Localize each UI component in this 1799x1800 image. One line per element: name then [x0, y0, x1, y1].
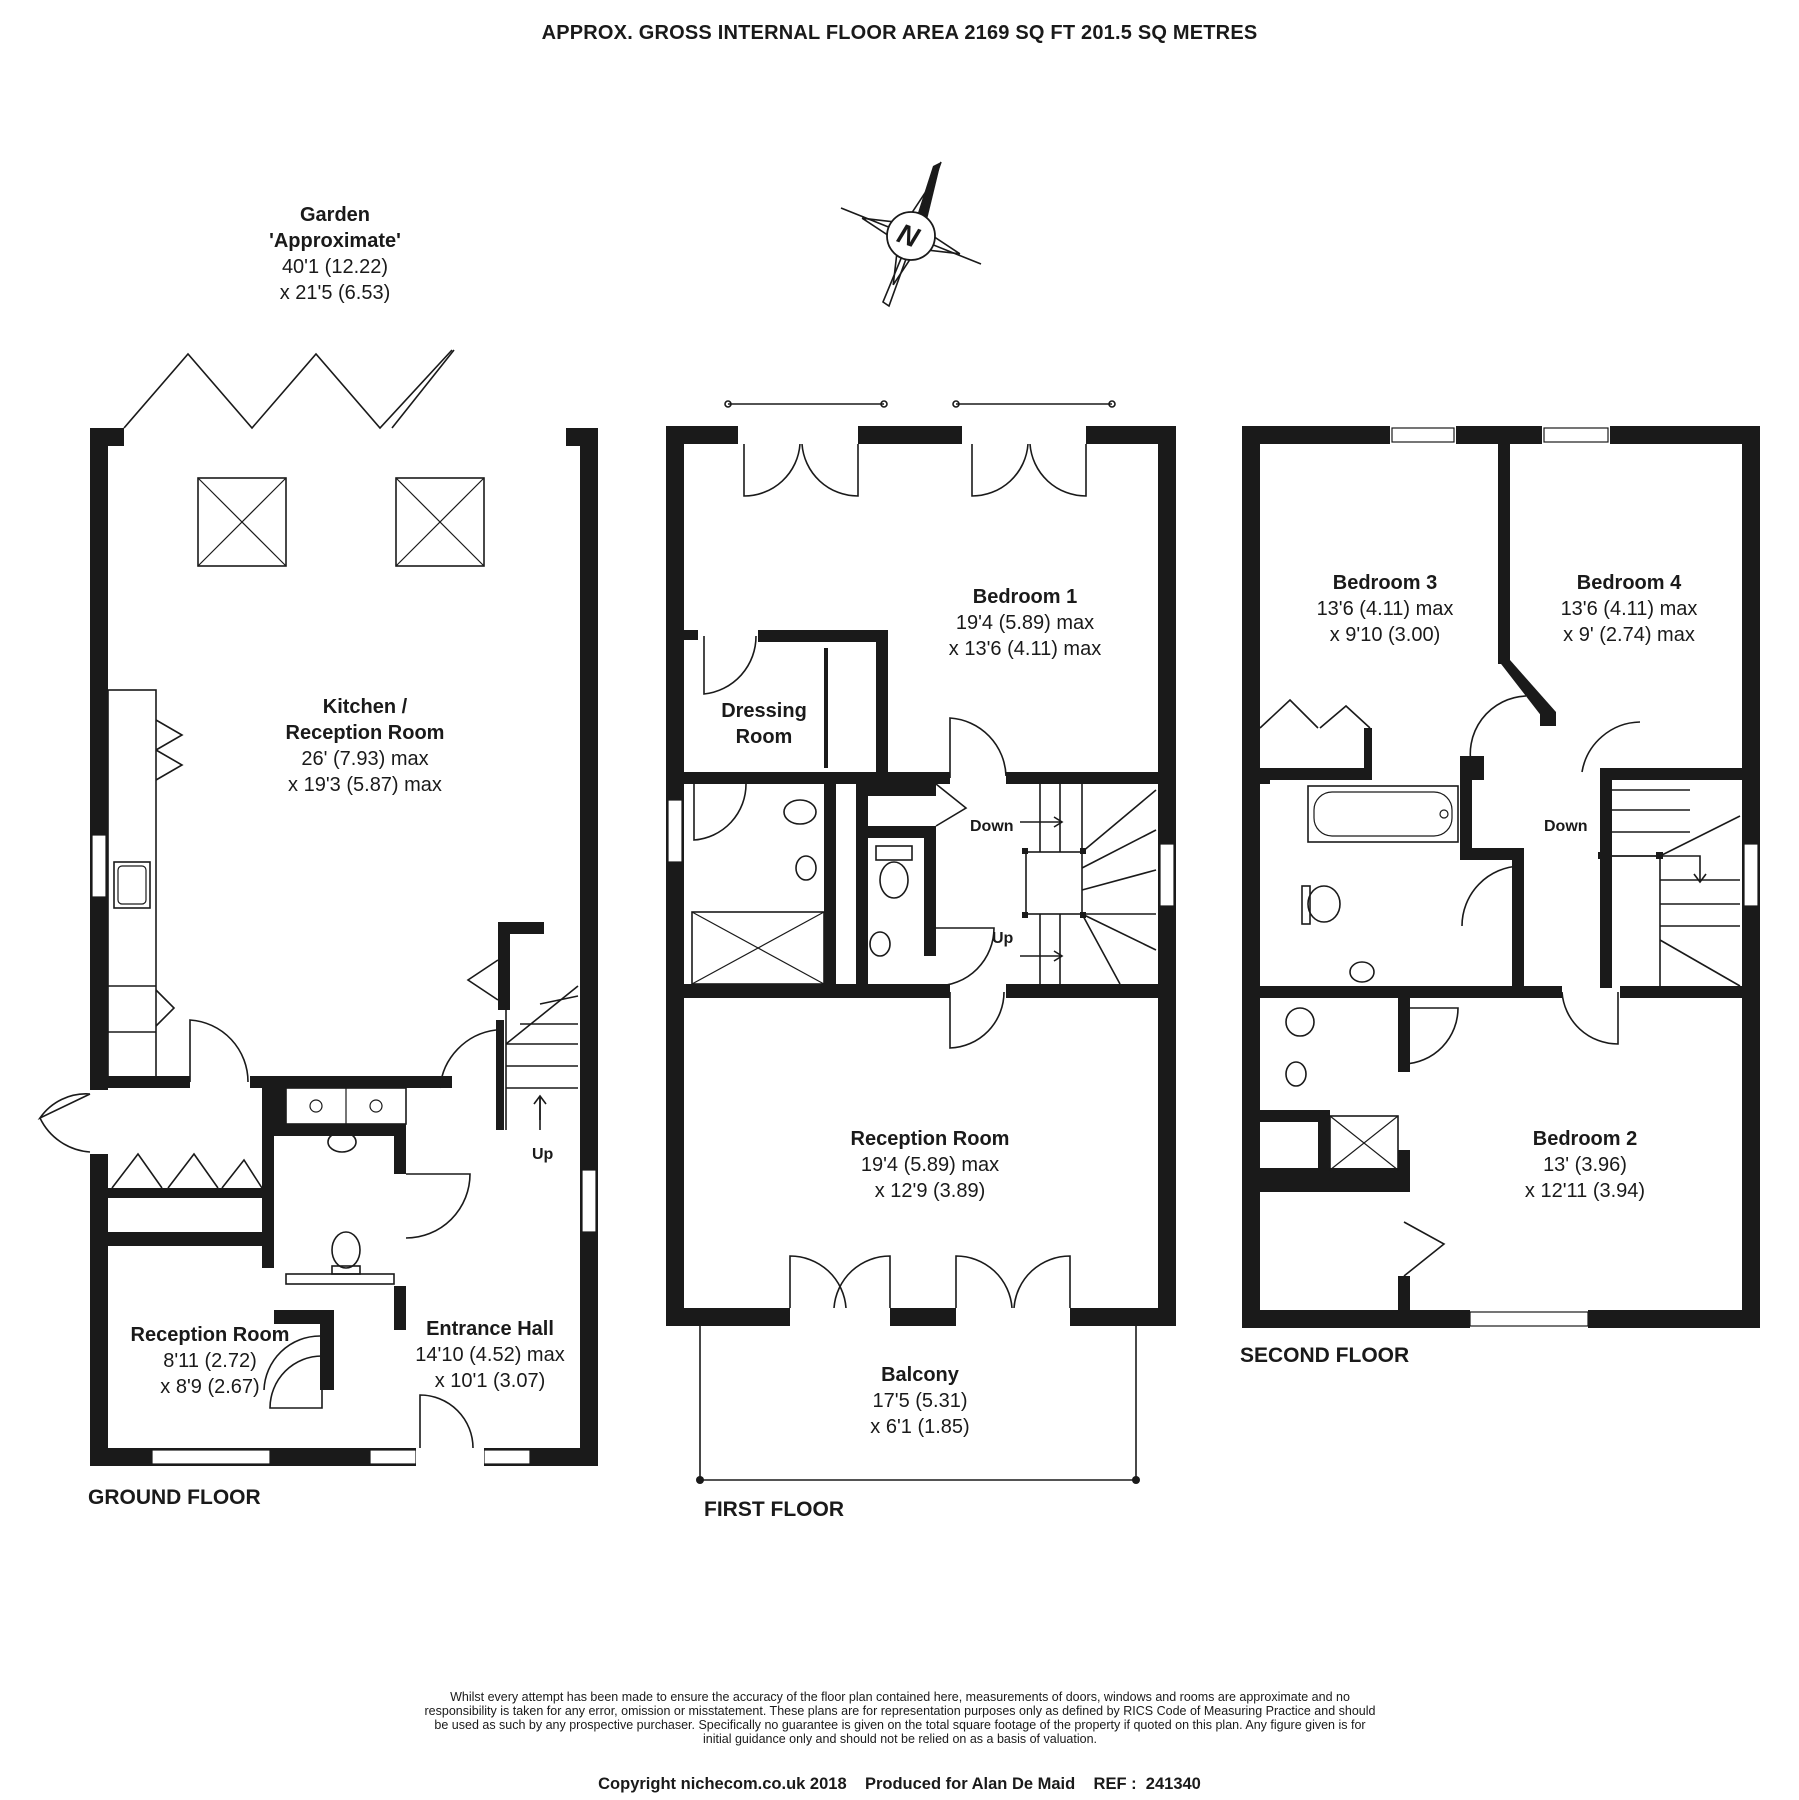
door — [189, 1019, 249, 1083]
window — [483, 1449, 531, 1465]
ff-reception-room-label: Reception Room 19'4 (5.89) max x 12'9 (3… — [850, 1128, 1010, 1202]
disclaimer-text: Whilst every attempt has been made to en… — [424, 1690, 1376, 1746]
skylight — [197, 477, 287, 567]
ff-stairs-up-label: Up — [992, 930, 1014, 947]
window — [1159, 843, 1175, 907]
sink — [113, 861, 151, 909]
window — [1391, 427, 1455, 443]
bedroom-3-label: Bedroom 3 13'6 (4.11) max x 9'10 (3.00) — [1316, 572, 1454, 646]
staircase — [1598, 780, 1741, 988]
door — [1469, 695, 1527, 769]
side-door — [37, 1093, 91, 1121]
shower — [1329, 1115, 1399, 1171]
basin — [1285, 1061, 1307, 1087]
gf-right-wall — [580, 428, 598, 1466]
ground-floor-plan — [37, 349, 598, 1468]
balcony-label: Balcony 17'5 (5.31) x 6'1 (1.85) — [870, 1364, 970, 1438]
french-doors — [743, 443, 859, 497]
garden-label: Garden 'Approximate' 40'1 (12.22) x 21'5… — [269, 204, 401, 304]
wardrobe-doors — [111, 1152, 263, 1189]
gf-stairs-up-label: Up — [532, 1146, 554, 1163]
ff-stairs-down-label: Down — [970, 818, 1014, 835]
window — [91, 834, 107, 898]
second-floor-label: SECOND FLOOR — [1240, 1344, 1410, 1367]
bath — [1307, 785, 1459, 843]
toilet — [1285, 1007, 1315, 1037]
window — [667, 799, 683, 863]
basin — [327, 1131, 357, 1153]
bifold-door — [123, 349, 453, 430]
skylight — [395, 477, 485, 567]
cupboard-door — [1403, 1221, 1446, 1277]
staircase — [505, 985, 579, 1130]
sf-stairs-down-label: Down — [1544, 818, 1588, 835]
door — [949, 717, 1007, 778]
door — [439, 1029, 497, 1089]
door — [1403, 1007, 1459, 1065]
compass-rose-icon — [840, 161, 982, 308]
window — [1543, 427, 1609, 443]
door — [1581, 721, 1641, 773]
door — [1461, 865, 1521, 927]
toilet — [1307, 885, 1341, 923]
ground-floor-label: GROUND FLOOR — [88, 1486, 261, 1509]
basin — [869, 931, 891, 957]
toilet — [783, 799, 817, 825]
door — [269, 1355, 323, 1409]
cupboard-door — [466, 959, 499, 1001]
french-doors — [789, 1255, 891, 1309]
second-floor-plan — [1242, 426, 1760, 1328]
door — [703, 635, 757, 695]
entrance-hall-label: Entrance Hall 14'10 (4.52) max x 10'1 (3… — [415, 1318, 565, 1392]
first-floor-label: FIRST FLOOR — [704, 1498, 844, 1521]
gf-reception-room-label: Reception Room 8'11 (2.72) x 8'9 (2.67) — [130, 1324, 290, 1398]
basin — [795, 855, 817, 881]
toilet — [879, 861, 909, 899]
window — [1469, 1311, 1589, 1327]
dressing-room-label: Dressing Room — [721, 700, 807, 748]
gf-left-wall — [90, 428, 108, 1466]
door — [935, 927, 995, 987]
bedroom-1-label: Bedroom 1 19'4 (5.89) max x 13'6 (4.11) … — [948, 586, 1102, 660]
wardrobe-doors — [1259, 698, 1371, 729]
french-doors — [955, 1255, 1071, 1309]
bedroom-4-label: Bedroom 4 13'6 (4.11) max x 9' (2.74) ma… — [1560, 572, 1698, 646]
copyright-footer: Copyright nichecom.co.uk 2018 Produced f… — [598, 1775, 1201, 1793]
front-door — [419, 1394, 474, 1449]
window — [151, 1449, 271, 1465]
bedroom-2-label: Bedroom 2 13' (3.96) x 12'11 (3.94) — [1524, 1128, 1646, 1202]
door — [405, 1173, 471, 1239]
kitchen-reception-label: Kitchen / Reception Room 26' (7.93) max … — [285, 696, 445, 796]
kitchen-counter — [107, 689, 157, 1079]
window — [369, 1449, 417, 1465]
balcony-outline — [696, 1326, 1140, 1484]
page-title: APPROX. GROSS INTERNAL FLOOR AREA 2169 S… — [541, 22, 1258, 44]
french-doors — [971, 443, 1087, 497]
door — [1561, 991, 1619, 1045]
door — [949, 991, 1005, 1049]
window — [1743, 843, 1759, 907]
basin — [1349, 961, 1375, 983]
staircase — [1020, 784, 1157, 985]
toilet — [331, 1231, 361, 1269]
cupboard-door — [155, 719, 184, 781]
first-floor-plan — [666, 400, 1176, 1484]
door — [693, 783, 747, 841]
window — [581, 1169, 597, 1233]
